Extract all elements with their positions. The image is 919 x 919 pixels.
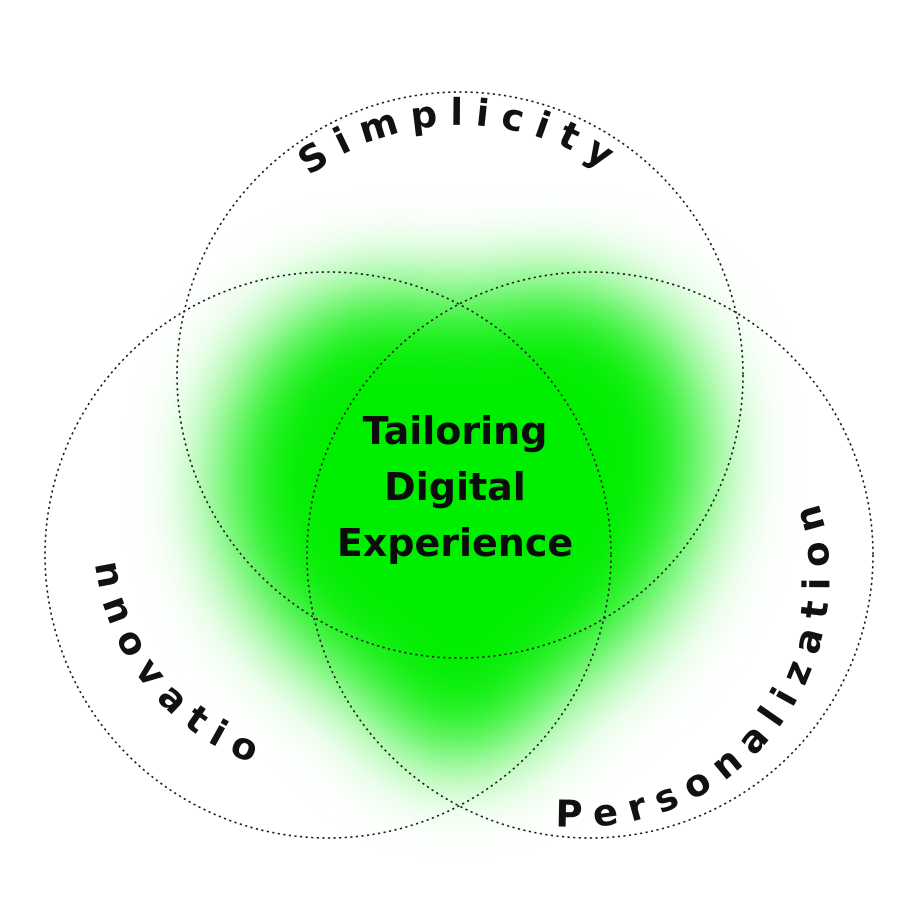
simplicity-label-text: Simplicity [290, 91, 620, 184]
glow-shape [220, 282, 708, 763]
innovation-label-text: Innovation [0, 0, 264, 776]
simplicity-circle [176, 91, 744, 659]
personalization-circle [306, 271, 874, 839]
center-line-3: Experience [337, 521, 573, 565]
simplicity-label: Simplicity [290, 91, 632, 184]
center-line-1: Tailoring [363, 409, 548, 453]
center-glow [220, 282, 708, 763]
center-title: Tailoring Digital Experience [337, 409, 573, 565]
innovation-label: Innovation [0, 0, 276, 776]
innovation-circle [44, 271, 612, 839]
center-line-2: Digital [384, 465, 526, 509]
